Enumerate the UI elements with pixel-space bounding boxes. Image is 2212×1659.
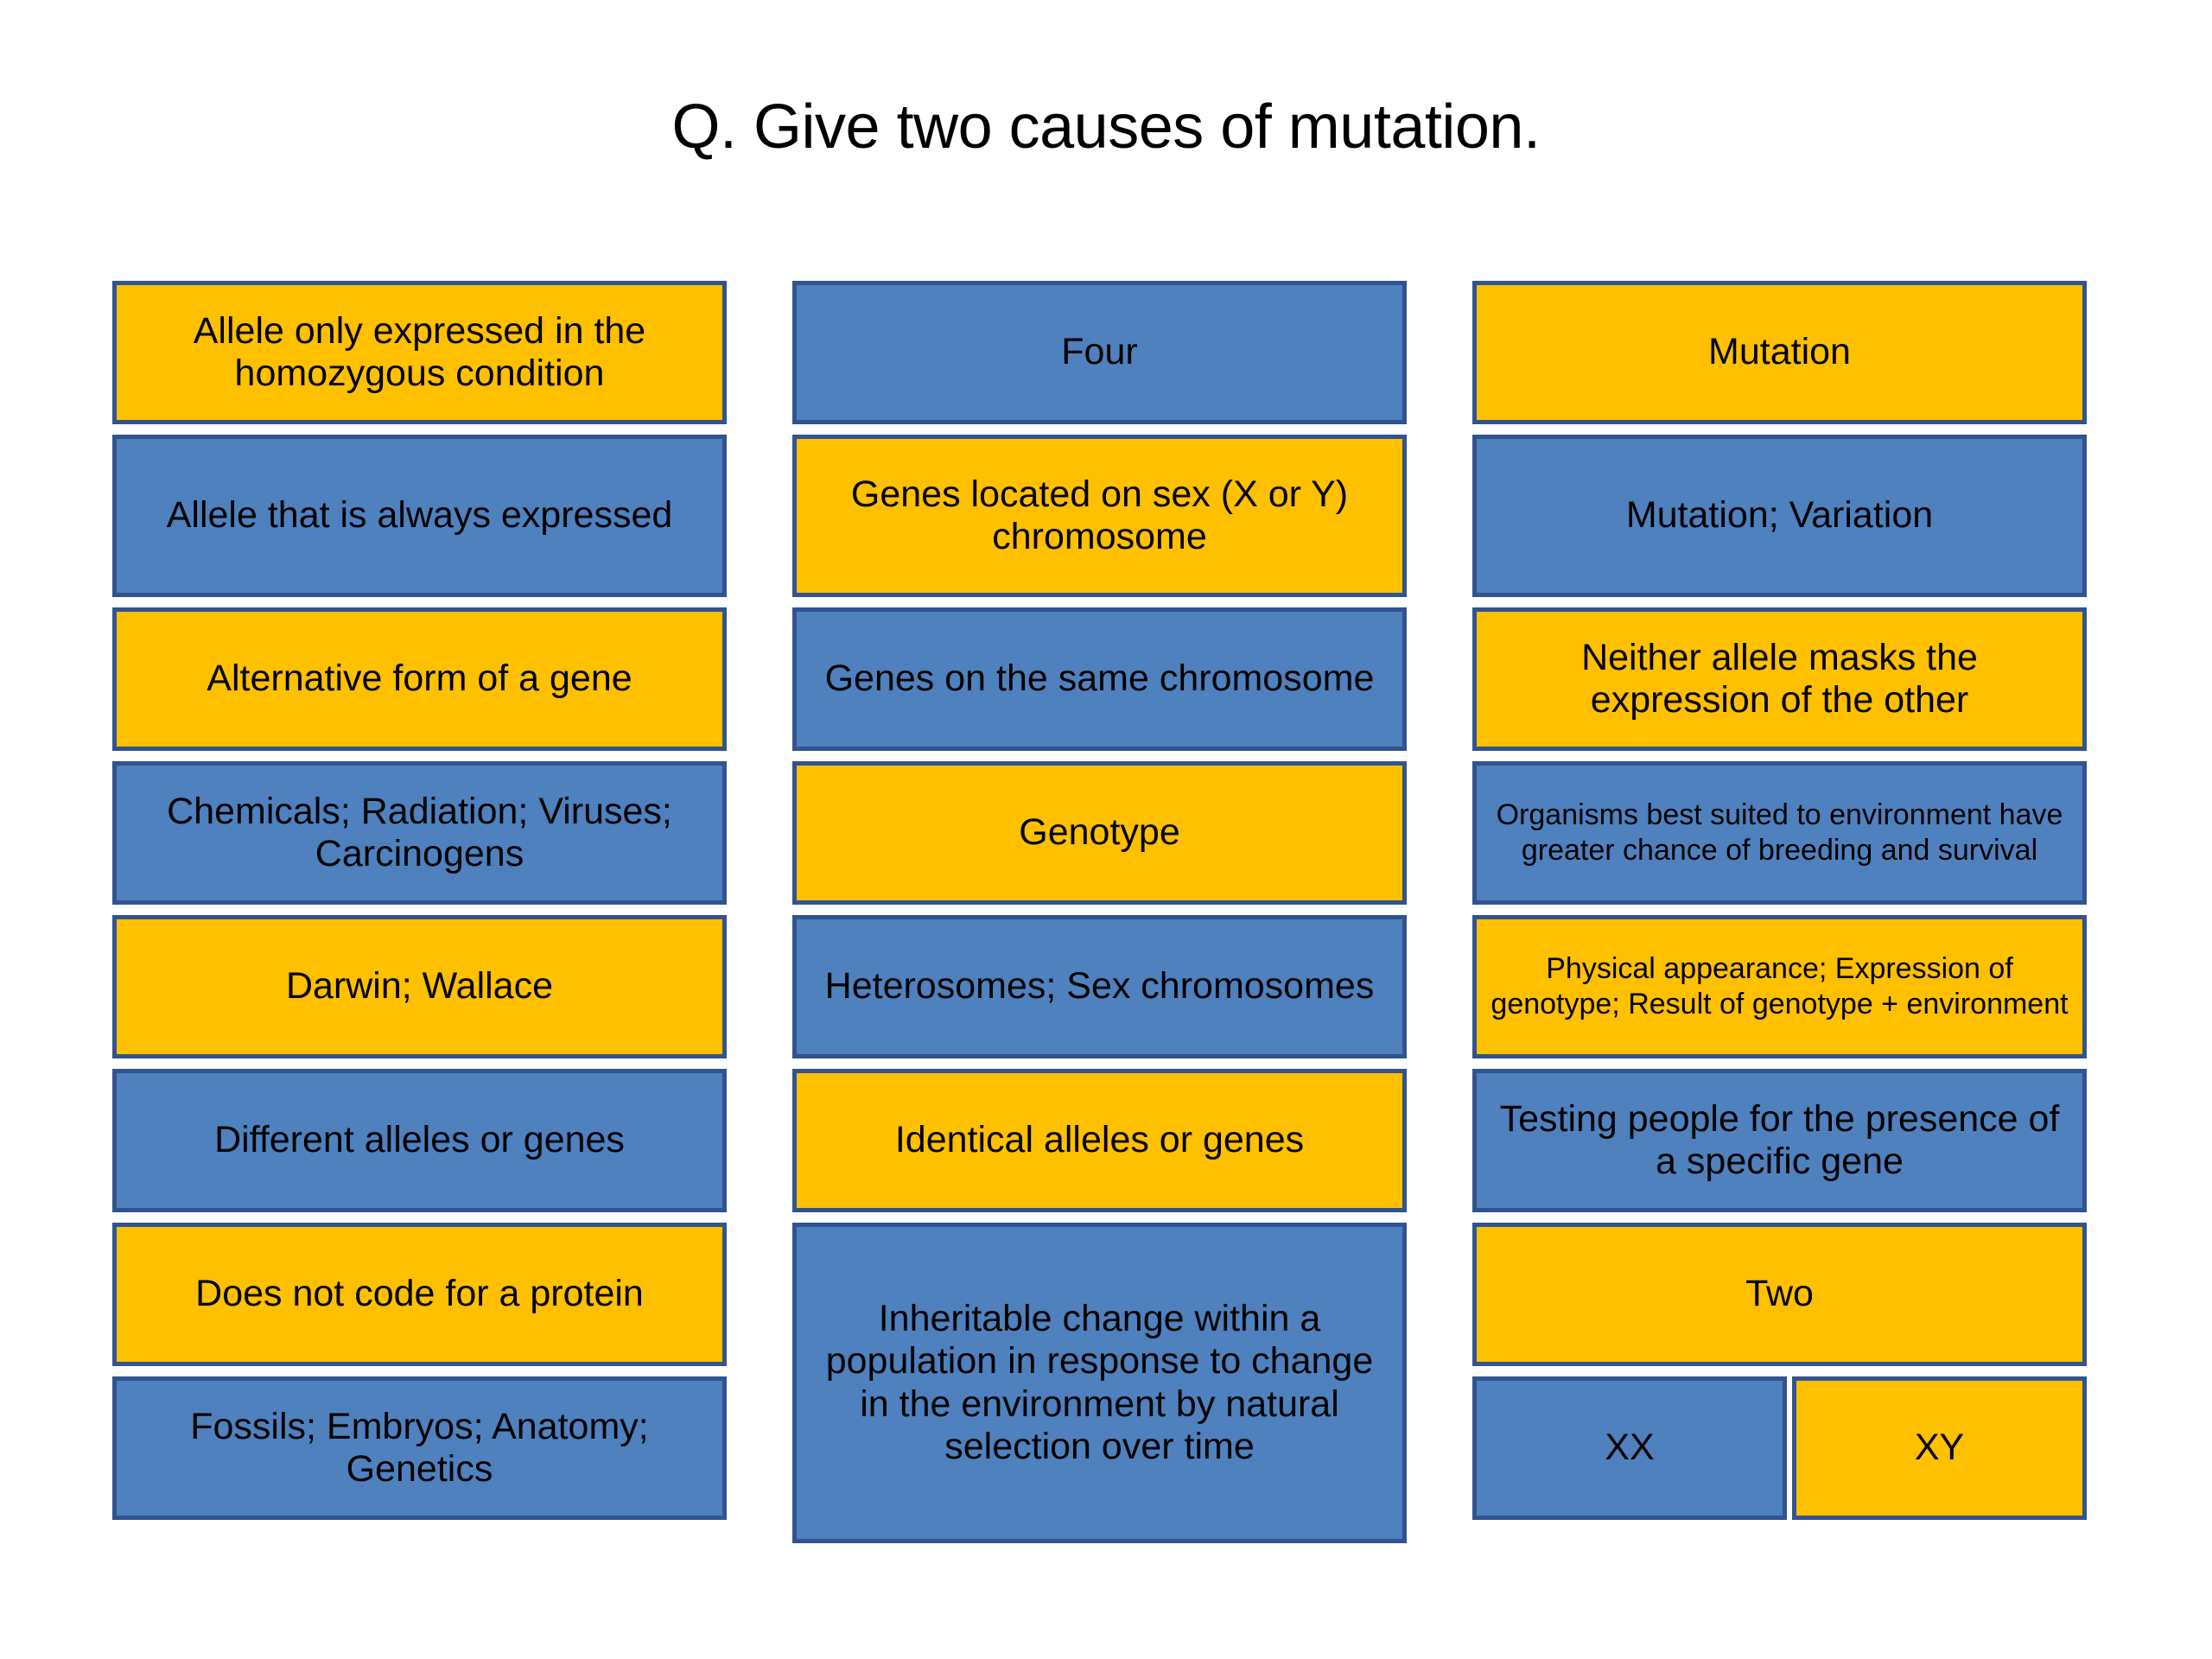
answer-card[interactable]: Fossils; Embryos; Anatomy; Genetics (112, 1376, 727, 1520)
column-2: Four Genes located on sex (X or Y) chrom… (792, 281, 1407, 1624)
answer-card-label: XY (1914, 1427, 1965, 1469)
answer-card[interactable]: Mutation; Variation (1472, 435, 2087, 597)
page-title: Q. Give two causes of mutation. (671, 92, 1541, 162)
answer-card[interactable]: Darwin; Wallace (112, 915, 727, 1058)
answer-card-label: Physical appearance; Expression of genot… (1491, 952, 2069, 1020)
column-3: Mutation Mutation; Variation Neither all… (1472, 281, 2087, 1624)
answer-card[interactable]: Four (792, 281, 1407, 424)
answer-card[interactable]: Physical appearance; Expression of genot… (1472, 915, 2087, 1058)
answer-card-label: Allele that is always expressed (166, 494, 673, 537)
answer-card-label: Allele only expressed in the homozygous … (193, 309, 646, 394)
answer-card[interactable]: Neither allele masks the expression of t… (1472, 607, 2087, 751)
answer-card[interactable]: Does not code for a protein (112, 1223, 727, 1366)
answer-card-label: Genotype (1019, 811, 1180, 854)
answer-card[interactable]: Different alleles or genes (112, 1069, 727, 1212)
split-answer-row: XX XY (1472, 1376, 2087, 1520)
answer-card[interactable]: Alternative form of a gene (112, 607, 727, 751)
answer-card-label: Different alleles or genes (214, 1119, 625, 1161)
answer-card[interactable]: Allele only expressed in the homozygous … (112, 281, 727, 424)
answer-card-label: Two (1745, 1273, 1814, 1315)
answer-card[interactable]: Organisms best suited to environment hav… (1472, 761, 2087, 905)
answer-card-label: XX (1605, 1427, 1655, 1469)
answer-card-label: Mutation (1708, 331, 1851, 373)
answer-card-label: Darwin; Wallace (285, 965, 554, 1007)
column-1: Allele only expressed in the homozygous … (112, 281, 727, 1624)
answer-card[interactable]: Genotype (792, 761, 1407, 905)
answer-card[interactable]: Genes located on sex (X or Y) chromosome (792, 435, 1407, 597)
answer-card-label: Fossils; Embryos; Anatomy; Genetics (190, 1405, 649, 1490)
answer-card[interactable]: Two (1472, 1223, 2087, 1366)
answer-card-label: Alternative form of a gene (207, 658, 632, 700)
answer-card-label: Organisms best suited to environment hav… (1496, 798, 2063, 867)
answer-card[interactable]: Identical alleles or genes (792, 1069, 1407, 1212)
answer-card-label: Mutation; Variation (1625, 494, 1934, 537)
answer-card[interactable]: Mutation (1472, 281, 2087, 424)
answer-card-label: Does not code for a protein (195, 1273, 644, 1315)
answer-card-label: Heterosomes; Sex chromosomes (824, 965, 1375, 1007)
answer-card[interactable]: Heterosomes; Sex chromosomes (792, 915, 1407, 1058)
answer-card[interactable]: Testing people for the presence of a spe… (1472, 1069, 2087, 1212)
answer-card[interactable]: Genes on the same chromosome (792, 607, 1407, 751)
answer-card-xx[interactable]: XX (1472, 1376, 1788, 1520)
answer-card-label: Genes on the same chromosome (824, 658, 1375, 700)
answer-card-label: Inheritable change within a population i… (825, 1298, 1374, 1467)
answer-card-label: Identical alleles or genes (894, 1119, 1305, 1161)
answer-card[interactable]: Inheritable change within a population i… (792, 1223, 1407, 1543)
answer-card-xy[interactable]: XY (1792, 1376, 2087, 1520)
answer-card-label: Neither allele masks the expression of t… (1581, 636, 1978, 721)
answer-grid: Allele only expressed in the homozygous … (112, 281, 2087, 1624)
answer-card-label: Genes located on sex (X or Y) chromosome (850, 473, 1349, 557)
answer-card-label: Chemicals; Radiation; Viruses; Carcinoge… (167, 790, 672, 874)
answer-card-label: Four (1061, 331, 1138, 373)
answer-card[interactable]: Allele that is always expressed (112, 435, 727, 597)
answer-card[interactable]: Chemicals; Radiation; Viruses; Carcinoge… (112, 761, 727, 905)
answer-card-label: Testing people for the presence of a spe… (1499, 1097, 2060, 1182)
